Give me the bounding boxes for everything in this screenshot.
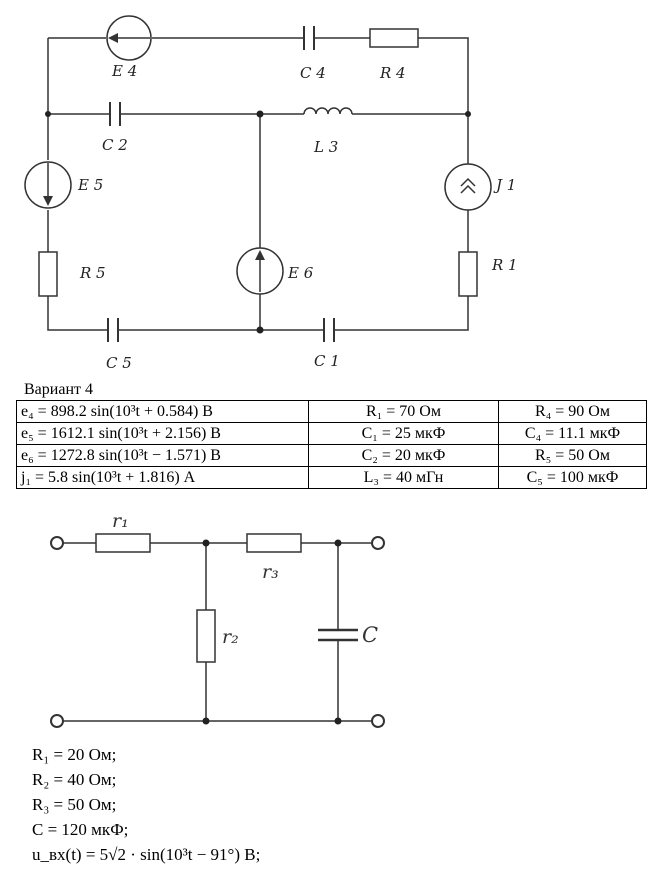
node-top-left [45,111,51,117]
label-c1: C 1 [314,352,340,370]
node2-bot-right [334,717,342,725]
node2-top-right [334,539,342,547]
variant-title: Вариант 4 [24,381,93,398]
table-cell: e₅ = 1612.1 sin(10³t + 2.156) В [16,422,309,445]
capacitor2-c [318,628,358,642]
circuit-diagram-1: E 4 C 4 R 4 C 2 L 3 E 5 J 1 R 5 E 6 R 1 … [24,15,518,372]
resistor2-r2 [196,609,216,663]
table-cell: R₁ = 70 Ом [308,400,499,423]
given-values: R₁ = 20 Ом; R₂ = 40 Ом; R₃ = 50 Ом; C = … [32,742,260,867]
node-top-right [465,111,471,117]
circuit-diagram-2: r₁ r₃ r₂ C [50,510,385,728]
label-e4: E 4 [111,62,137,80]
terminal-out-bottom [371,714,385,728]
source-e4 [106,15,152,61]
node2-top-mid [202,539,210,547]
label-e6: E 6 [287,264,314,282]
label-j1: J 1 [493,176,516,194]
capacitor-c1 [323,318,335,342]
given-r2: R₂ = 40 Ом; [32,770,117,789]
label-r1: R 1 [491,256,518,274]
resistor2-r3 [246,533,302,553]
table-cell: e₄ = 898.2 sin(10³t + 0.584) В [16,400,309,423]
capacitor-c5 [107,318,119,342]
label-r4: R 4 [379,64,406,82]
resistor-r5 [38,251,58,297]
label2-r1: r₁ [112,510,129,532]
node-top-middle [256,110,264,118]
source-e5 [24,161,72,209]
capacitor-c4 [303,26,315,50]
given-c: C = 120 мкФ; [32,820,129,839]
inductor-l3 [303,107,353,115]
label2-c: C [362,623,378,647]
source-e6 [236,247,284,295]
resistor-r1 [458,251,478,297]
table-cell: C₄ = 11.1 мкФ [498,422,647,445]
label2-r3: r₃ [262,561,279,583]
source-j1 [444,163,492,211]
table-cell: R₅ = 50 Ом [498,444,647,467]
terminal-in-bottom [50,714,64,728]
label-e5: E 5 [77,176,103,194]
given-r1: R₁ = 20 Ом; [32,745,117,764]
wire-top [48,37,469,114]
given-r3: R₃ = 50 Ом; [32,795,117,814]
table-cell: C₂ = 20 мкФ [308,444,499,467]
label-c5: C 5 [106,354,132,372]
terminal-out-top [371,536,385,550]
given-u-in: u_вх(t) = 5√2 · sin(10³t − 91°) В; [32,845,261,864]
resistor-r4 [369,28,419,48]
wire-left-lower [47,210,469,331]
label-c2: C 2 [102,136,128,154]
label-l3: L 3 [313,138,338,156]
label-c4: C 4 [300,64,326,82]
label-r5: R 5 [79,264,106,282]
table-cell: C₁ = 25 мкФ [308,422,499,445]
terminal-in-top [50,536,64,550]
table-cell: C₅ = 100 мкФ [498,466,647,489]
label2-r2: r₂ [222,626,239,648]
resistor2-r1 [95,533,151,553]
node2-bot-mid [202,717,210,725]
table-cell: j₁ = 5.8 sin(10³t + 1.816) А [16,466,309,489]
capacitor-c2 [109,102,121,126]
table-cell: R₄ = 90 Ом [498,400,647,423]
table-cell: e₆ = 1272.8 sin(10³t − 1.571) В [16,444,309,467]
table-cell: L₃ = 40 мГн [308,466,499,489]
node-bottom-middle [256,326,264,334]
